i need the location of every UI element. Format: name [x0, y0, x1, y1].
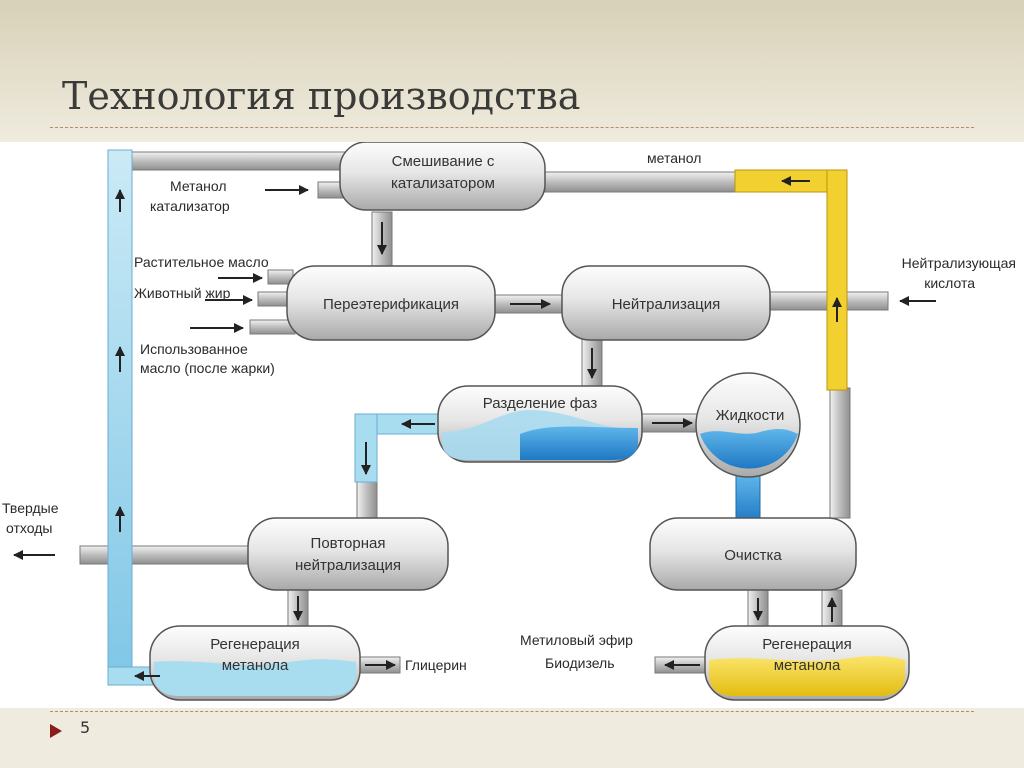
liquids-label: Жидкости	[716, 407, 785, 424]
neutralization-label: Нейтрализация	[612, 296, 721, 313]
flow-arrows	[13, 176, 936, 681]
purification-label: Очистка	[724, 547, 782, 564]
pipe-mixing-right	[544, 171, 736, 193]
regen-left-label-line2: метанола	[222, 657, 289, 674]
process-diagram: Смешивание с катализатором Переэтерифика…	[0, 142, 1024, 708]
transesterification-label: Переэтерификация	[323, 296, 459, 313]
re-neutralization-label-line2: нейтрализация	[295, 557, 401, 574]
page-number: 5	[80, 718, 91, 737]
methanol-recycle-line	[107, 149, 761, 686]
label-methanol-line1: Метанол	[170, 178, 227, 194]
regen-right-label-line2: метанола	[774, 657, 841, 674]
vessel-neutralization: Нейтрализация	[561, 265, 771, 341]
label-used-oil-line1: Использованное	[140, 341, 248, 357]
title-band	[0, 0, 1024, 142]
vessel-liquids: Жидкости	[695, 372, 801, 478]
label-animal-fat: Животный жир	[134, 285, 231, 301]
label-solid-waste-line1: Твердые	[2, 500, 59, 516]
vessel-mixing: Смешивание с катализатором	[339, 142, 546, 211]
blue-pipe-liquids-down	[735, 474, 761, 524]
title-divider	[50, 127, 974, 128]
slide-title: Технология производства	[62, 74, 581, 118]
label-used-oil-line2: масло (после жарки)	[140, 360, 275, 376]
label-solid-waste-line2: отходы	[6, 520, 52, 536]
blue-pipe-left-vertical	[107, 149, 133, 686]
phase-separation-label: Разделение фаз	[483, 395, 598, 412]
external-labels: метанол Метанол катализатор Растительное…	[2, 150, 1016, 673]
pipe-solid-waste	[79, 545, 253, 565]
label-neutralizing-acid-line2: кислота	[924, 275, 975, 291]
yellow-pipe-vertical	[826, 169, 848, 391]
vessel-phase-separation: Разделение фаз	[437, 385, 643, 463]
re-neutralization-label-line1: Повторная	[311, 535, 386, 552]
label-biodiesel: Биодизель	[545, 655, 615, 671]
bullet-triangle-icon	[50, 724, 62, 738]
label-methanol-top: метанол	[647, 150, 701, 166]
regen-right-label-line1: Регенерация	[762, 636, 852, 653]
pipe-right-vertical	[829, 387, 851, 519]
vessel-regen-right: Регенерация метанола	[704, 625, 910, 701]
pipe-sep-down	[356, 479, 378, 519]
footer-divider	[50, 711, 974, 712]
vessel-regen-left: Регенерация метанола	[149, 625, 361, 701]
mixing-label-line2: катализатором	[391, 175, 495, 192]
label-methanol-line2: катализатор	[150, 198, 230, 214]
label-glycerin: Глицерин	[405, 657, 467, 673]
vessel-purification: Очистка	[649, 517, 857, 591]
mixing-label-line1: Смешивание с	[392, 153, 495, 170]
pipe-return-top	[129, 151, 346, 171]
footer-band	[0, 708, 1024, 768]
label-methyl-ester: Метиловый эфир	[520, 632, 633, 648]
label-neutralizing-acid-line1: Нейтрализующая	[902, 255, 1016, 271]
vessel-re-neutralization: Повторная нейтрализация	[247, 517, 449, 591]
vessel-transesterification: Переэтерификация	[286, 265, 496, 341]
label-vegetable-oil: Растительное масло	[134, 254, 269, 270]
regen-left-label-line1: Регенерация	[210, 636, 300, 653]
